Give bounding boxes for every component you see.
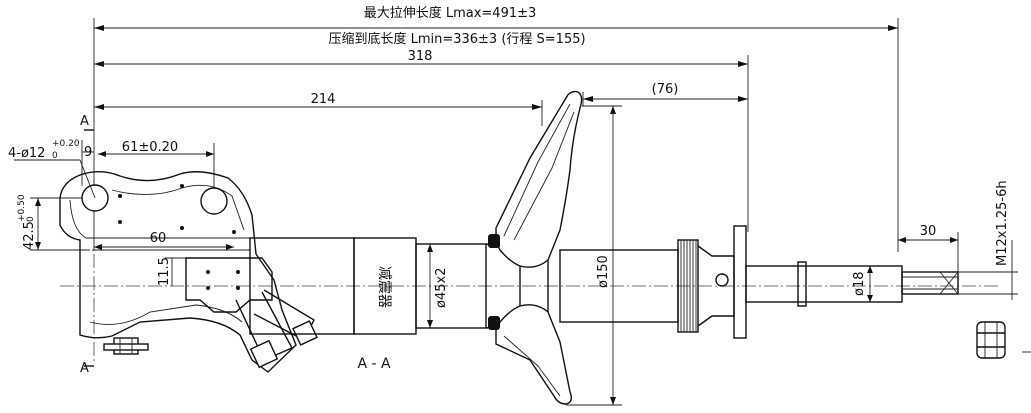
section-view-label: A - A	[357, 356, 391, 372]
dim-60-label: 60	[150, 231, 167, 246]
dim-30-label: 30	[920, 224, 937, 239]
lmax-label: 最大拉伸长度 Lmax=491±3	[364, 5, 537, 21]
lmin-label: 压缩到底长度 Lmin=336±3 (行程 S=155)	[328, 31, 585, 47]
dimension-thread: M12x1.25-6h	[958, 180, 1018, 300]
dimension-61: 61±0.20	[98, 140, 215, 188]
dim-11-5-label: 11.5	[157, 257, 172, 286]
dimension-150: ø150	[566, 105, 622, 406]
dimension-30: 30	[898, 224, 959, 272]
hole-tol-low: 0	[52, 151, 58, 161]
dim-61-label: 61±0.20	[122, 140, 178, 155]
hole-spec-label: 4-ø12	[8, 146, 45, 161]
extension-lines	[93, 18, 899, 252]
thread-label: M12x1.25-6h	[995, 180, 1010, 266]
dim-76-label: (76)	[652, 82, 679, 97]
lower-stud	[103, 337, 149, 355]
spring-seat	[488, 90, 583, 405]
body-mark-label: 减震器	[376, 266, 392, 308]
dimension-hole-spec: 4-ø12 +0.20 0	[8, 139, 96, 199]
dim-9-label: 9	[84, 145, 92, 160]
section-line-a: A A	[80, 114, 95, 376]
knuckle-bracket	[59, 171, 297, 373]
dim-45x2-label: ø45x2	[434, 268, 449, 308]
upper-body	[559, 225, 747, 339]
section-a-top-label: A	[80, 114, 89, 129]
dimension-9: 9	[81, 140, 94, 186]
dim-42-5-label: 42.5	[22, 221, 37, 250]
dim-42-5-tol-up: +0.50	[17, 194, 27, 222]
dimension-60: 60	[94, 231, 234, 250]
dim-42-5-tol-low: 0	[26, 216, 36, 222]
dim-150-label: ø150	[596, 255, 611, 288]
dimension-42-5: 42.5 +0.50 0	[17, 194, 90, 251]
hex-nut	[976, 321, 1031, 359]
damper-tube: 减震器	[249, 237, 501, 335]
hose-bracket	[185, 257, 318, 369]
dimension-18: ø18	[852, 266, 873, 302]
dim-18-label: ø18	[852, 272, 867, 297]
hole-tol-up: +0.20	[52, 139, 80, 149]
dimension-76: (76)	[583, 82, 748, 102]
dimension-214: 214	[94, 92, 542, 110]
dimension-lmin: 压缩到底长度 Lmin=336±3 (行程 S=155)	[328, 31, 585, 47]
dim-318-label: 318	[408, 49, 433, 64]
dimension-45x2: ø45x2	[427, 244, 449, 328]
mount-hole-lower	[200, 187, 228, 215]
dim-214-label: 214	[311, 92, 336, 107]
boot-ribs	[680, 240, 697, 332]
dimension-11-5: 11.5	[157, 257, 186, 286]
dimension-lmax: 最大拉伸长度 Lmax=491±3	[94, 5, 898, 31]
piston-rod	[745, 261, 959, 307]
section-a-bottom-label: A	[80, 361, 89, 376]
dimension-318: 318	[94, 49, 748, 67]
